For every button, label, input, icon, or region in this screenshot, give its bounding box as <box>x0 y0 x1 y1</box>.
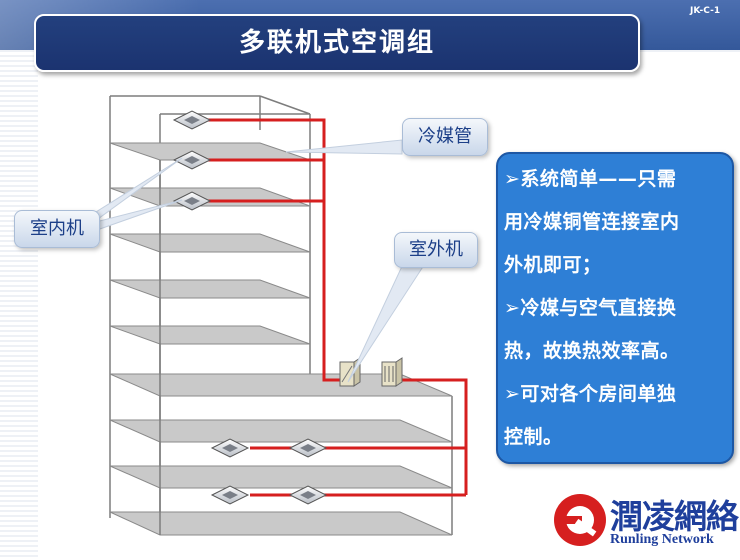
slide-code: JK-C-1 <box>690 6 721 16</box>
info-line-1: ➢系统简单——只需 <box>504 168 677 190</box>
info-panel: ➢系统简单——只需 用冷媒铜管连接室内 外机即可； ➢冷媒与空气直接换 热，故换… <box>496 152 734 464</box>
callout-indoor-unit-label: 室内机 <box>30 218 84 239</box>
callout-pointers <box>79 139 427 383</box>
slide-title: 多联机式空调组 <box>238 28 435 58</box>
title-banner: 多联机式空调组 <box>34 14 640 72</box>
callout-refrigerant-pipe: 冷媒管 <box>402 118 488 156</box>
logo-english: Runling Network <box>610 532 714 547</box>
info-line-6: ➢可对各个房间单独 <box>504 383 677 405</box>
info-line-3: 外机即可； <box>504 254 602 276</box>
callout-outdoor-unit: 室外机 <box>394 232 478 268</box>
logo-mark-icon <box>554 494 606 546</box>
info-line-5: 热，故换热效率高。 <box>504 340 680 362</box>
info-line-2: 用冷媒铜管连接室内 <box>504 211 680 233</box>
indoor-units <box>172 110 328 505</box>
logo-name: 潤凌網絡 <box>610 497 739 536</box>
refrigerant-pipes <box>206 118 468 497</box>
info-line-7: 控制。 <box>504 426 563 448</box>
outdoor-units <box>339 357 403 387</box>
info-line-4: ➢冷媒与空气直接换 <box>504 297 677 319</box>
callout-indoor-unit: 室内机 <box>14 210 100 248</box>
callout-outdoor-unit-label: 室外机 <box>409 239 463 260</box>
callout-refrigerant-pipe-label: 冷媒管 <box>418 126 472 147</box>
